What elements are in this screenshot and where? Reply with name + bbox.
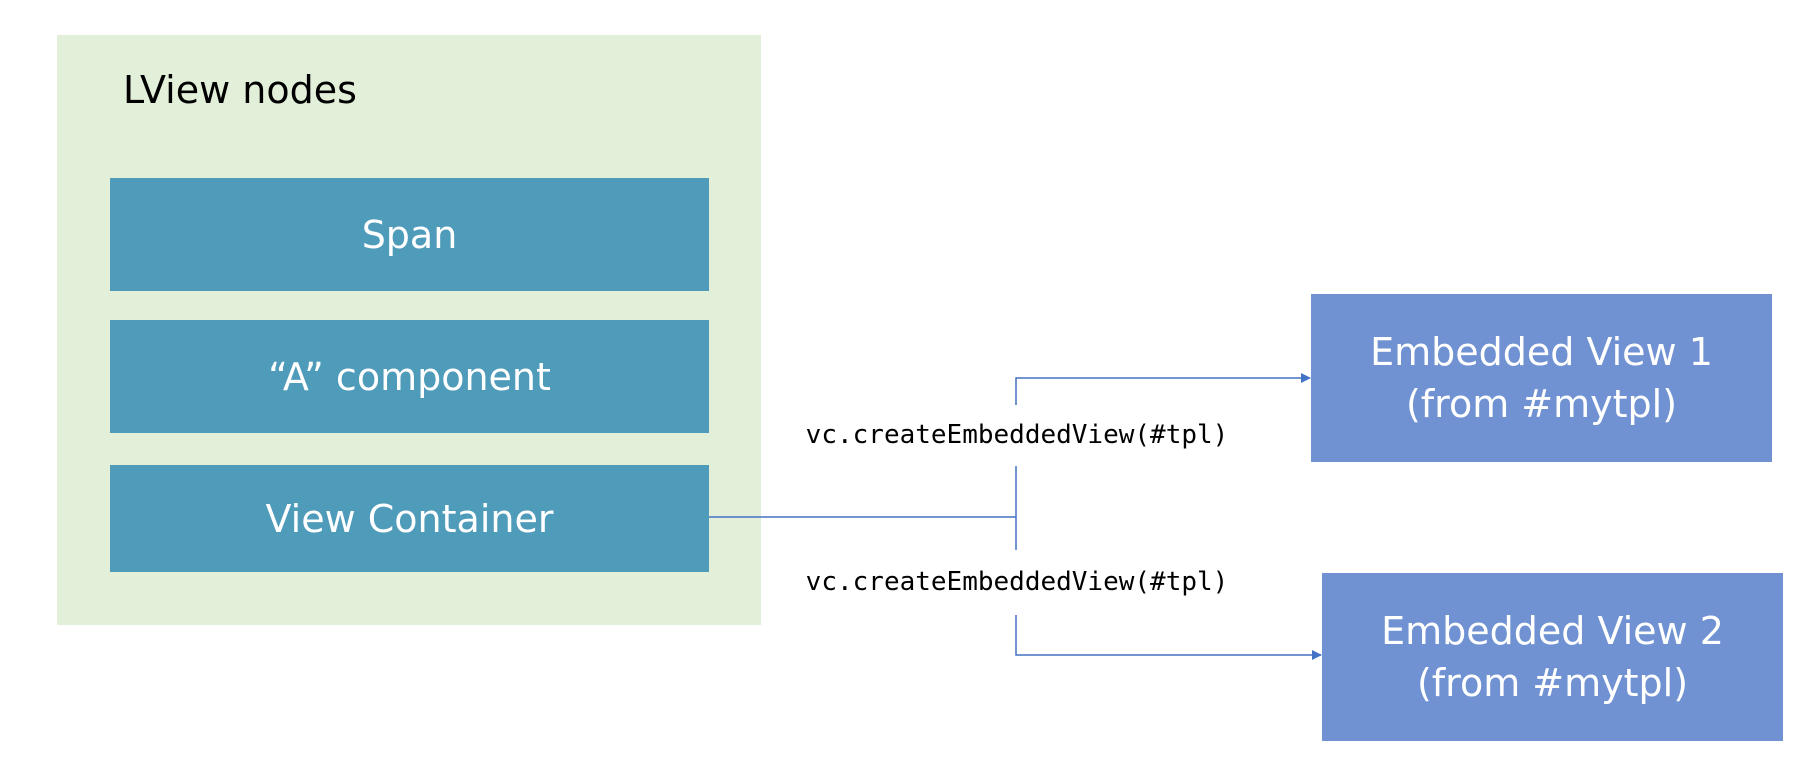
call-label-2: vc.createEmbeddedView(#tpl) bbox=[805, 567, 1229, 597]
connector-branch-up bbox=[1015, 373, 1311, 405]
embedded-view-2-source: (from #mytpl) bbox=[1416, 661, 1689, 705]
embedded-view-2-title: Embedded View 2 bbox=[1381, 608, 1724, 653]
node-span: Span bbox=[110, 178, 709, 291]
lview-nodes-panel: LView nodes Span “A” component View Cont… bbox=[57, 35, 761, 625]
node-a-component: “A” component bbox=[110, 320, 709, 433]
panel-title: LView nodes bbox=[123, 68, 357, 112]
node-view-container: View Container bbox=[110, 465, 709, 572]
call-label-1: vc.createEmbeddedView(#tpl) bbox=[805, 420, 1229, 450]
embedded-view-2: Embedded View 2 (from #mytpl) bbox=[1322, 573, 1783, 741]
embedded-view-1-title: Embedded View 1 bbox=[1370, 329, 1713, 374]
embedded-view-1-source: (from #mytpl) bbox=[1405, 382, 1678, 426]
embedded-view-1: Embedded View 1 (from #mytpl) bbox=[1311, 294, 1772, 462]
connector-branch-down bbox=[1015, 615, 1322, 660]
